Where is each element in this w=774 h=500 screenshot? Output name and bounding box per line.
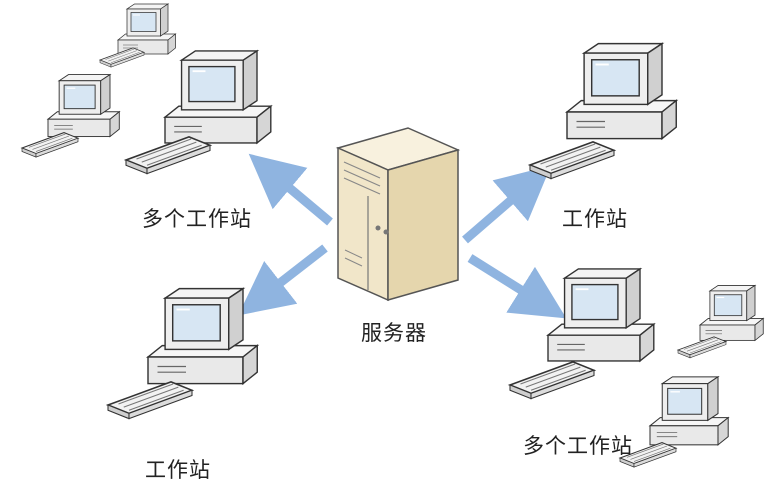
label-top-left-workstations: 多个工作站 [142,207,252,231]
desktop-computer-icon [649,376,729,446]
desktop-computer-icon [47,73,120,138]
workstation-top-right [529,42,678,180]
arrow-to-bottom-right [467,254,567,319]
workstation-group-top-left [21,3,272,175]
desktop-computer-icon [566,42,678,140]
label-bottom-left-workstation: 工作站 [145,458,211,482]
arrow-to-top-right [462,165,552,244]
arrow-to-bottom-left [238,244,328,316]
desktop-computer-icon [547,268,655,362]
workstation-bottom-left [107,287,259,420]
keyboard-icon [107,381,193,420]
desktop-computer-icon [164,50,272,144]
desktop-computer-icon [699,284,764,341]
server-tower-icon [335,127,461,302]
arrows [238,153,567,319]
label-server: 服务器 [361,321,427,345]
keyboard-icon [509,361,595,400]
keyboard-icon [529,141,615,180]
label-top-right-workstation: 工作站 [562,207,628,231]
label-bottom-right-workstations: 多个工作站 [523,434,633,458]
desktop-computer-icon [147,287,259,385]
desktop-computer-icon [117,3,176,55]
arrow-to-top-left [248,153,333,226]
